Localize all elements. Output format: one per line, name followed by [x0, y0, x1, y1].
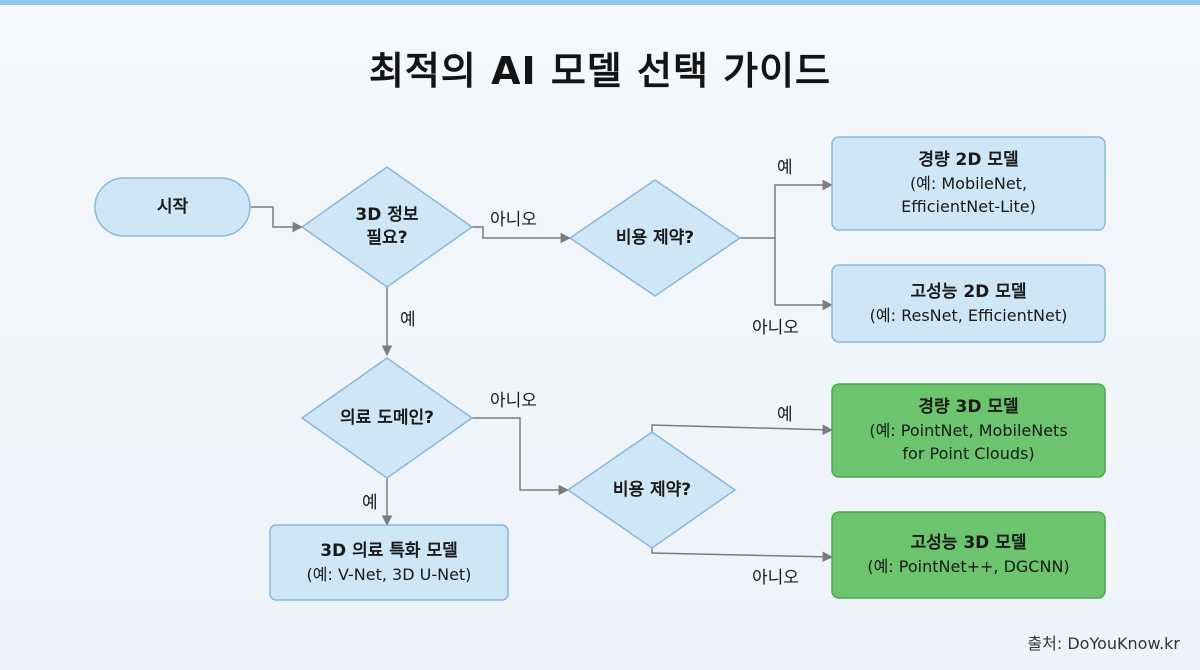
- light3d-box: [831, 383, 1106, 478]
- high3d-box: [831, 511, 1106, 599]
- edge-cost3d-light3d: [651, 424, 834, 435]
- top-accent-bar: [0, 0, 1200, 5]
- start-terminal: [94, 177, 251, 237]
- light3d-title: 경량 3D 모델: [918, 397, 1019, 417]
- edge-start-need3d: [250, 206, 304, 233]
- light3d-line1: (예: PointNet, MobileNets: [869, 421, 1068, 440]
- light3d-line2: for Point Clouds): [902, 444, 1035, 463]
- high2d-text: 고성능 2D 모델 (예: ResNet, EfficientNet): [832, 265, 1105, 342]
- need3d-label-line2: 필요?: [366, 228, 408, 248]
- edge-label-cost3d-no: 아니오: [752, 568, 799, 588]
- medical-decision: [300, 357, 474, 479]
- need3d-label-line1: 3D 정보: [355, 205, 419, 225]
- edge-label-medical-no: 아니오: [490, 391, 537, 411]
- medical-label-box: 의료 도메인?: [312, 388, 462, 448]
- edge-label-cost2d-no: 아니오: [752, 318, 799, 338]
- edge-label-cost3d-yes: 예: [777, 405, 793, 425]
- high3d-text: 고성능 3D 모델 (예: PointNet++, DGCNN): [832, 512, 1105, 598]
- cost2d-label-box: 비용 제약?: [590, 208, 720, 268]
- cost2d-label: 비용 제약?: [615, 227, 695, 248]
- med3d-text: 3D 의료 특화 모델 (예: V-Net, 3D U-Net): [270, 525, 508, 600]
- cost3d-label-box: 비용 제약?: [588, 460, 716, 520]
- page-title: 최적의 AI 모델 선택 가이드: [368, 49, 832, 93]
- light2d-box: [831, 136, 1106, 231]
- light2d-line1: (예: MobileNet,: [909, 174, 1028, 193]
- high2d-line1: (예: ResNet, EfficientNet): [869, 305, 1068, 325]
- high2d-box: [831, 264, 1106, 343]
- source-credit: 출처: DoYouKnow.kr: [1027, 634, 1180, 653]
- edge-label-medical-yes: 예: [362, 493, 378, 513]
- need3d-decision: [300, 166, 474, 288]
- medical-label: 의료 도메인?: [340, 407, 434, 428]
- start-label: 시작: [156, 196, 189, 217]
- cost3d-label: 비용 제약?: [612, 479, 692, 500]
- cost3d-decision: [566, 431, 737, 549]
- edge-cost2d-light2d: [774, 179, 834, 238]
- edge-need3d-cost2d: [472, 226, 572, 244]
- high3d-title: 고성능 3D 모델: [910, 533, 1027, 553]
- edge-label-need3d-yes: 예: [400, 310, 416, 330]
- start-label-box: 시작: [95, 178, 250, 236]
- edge-cost3d-high3d: [651, 548, 834, 563]
- edge-cost2d-high2d: [774, 238, 834, 311]
- light3d-text: 경량 3D 모델 (예: PointNet, MobileNets for Po…: [832, 384, 1105, 477]
- high3d-line1: (예: PointNet++, DGCNN): [867, 557, 1070, 576]
- edge-label-cost2d-yes: 예: [777, 158, 793, 178]
- med3d-box: [269, 524, 509, 601]
- light2d-text: 경량 2D 모델 (예: MobileNet, EfficientNet-Lit…: [832, 137, 1105, 230]
- edge-medical-cost3d: [472, 417, 570, 496]
- edge-label-need3d-no: 아니오: [490, 210, 537, 230]
- high2d-title: 고성능 2D 모델: [910, 281, 1027, 302]
- med3d-title: 3D 의료 특화 모델: [320, 540, 458, 561]
- cost2d-decision: [568, 179, 742, 297]
- light2d-line2: EfficientNet-Lite): [901, 197, 1036, 216]
- med3d-line1: (예: V-Net, 3D U-Net): [306, 564, 472, 584]
- need3d-label-box: 3D 정보 필요?: [322, 187, 452, 267]
- light2d-title: 경량 2D 모델: [918, 150, 1019, 170]
- connectors: [250, 179, 834, 563]
